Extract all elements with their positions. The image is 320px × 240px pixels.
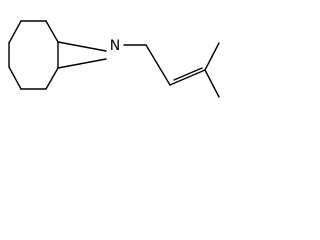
bond-c-to-methyl-bottom: [204, 69, 220, 98]
nitrogen-atom-label: N: [110, 38, 120, 54]
bond-ch-to-c-double-main: [169, 69, 206, 86]
bond-ch-to-c-double-inner: [173, 67, 203, 81]
bond-fusion-bottom-to-nitrogen: [57, 58, 107, 69]
bond-ring-left-to-top-left: [8, 20, 22, 44]
molecule-canvas: N: [0, 0, 230, 116]
chemical-structure-diagram: N: [8, 20, 220, 98]
bond-c-to-methyl-top: [204, 42, 220, 71]
bond-ring-fusion-bottom-to-bottom-right: [45, 67, 59, 90]
bond-ring-top-right-to-fusion-top: [45, 20, 59, 43]
bond-ch2-to-ch: [145, 44, 171, 86]
bond-fusion-top-to-nitrogen: [57, 41, 107, 52]
bond-ring-bottom-left-to-left: [8, 66, 22, 90]
